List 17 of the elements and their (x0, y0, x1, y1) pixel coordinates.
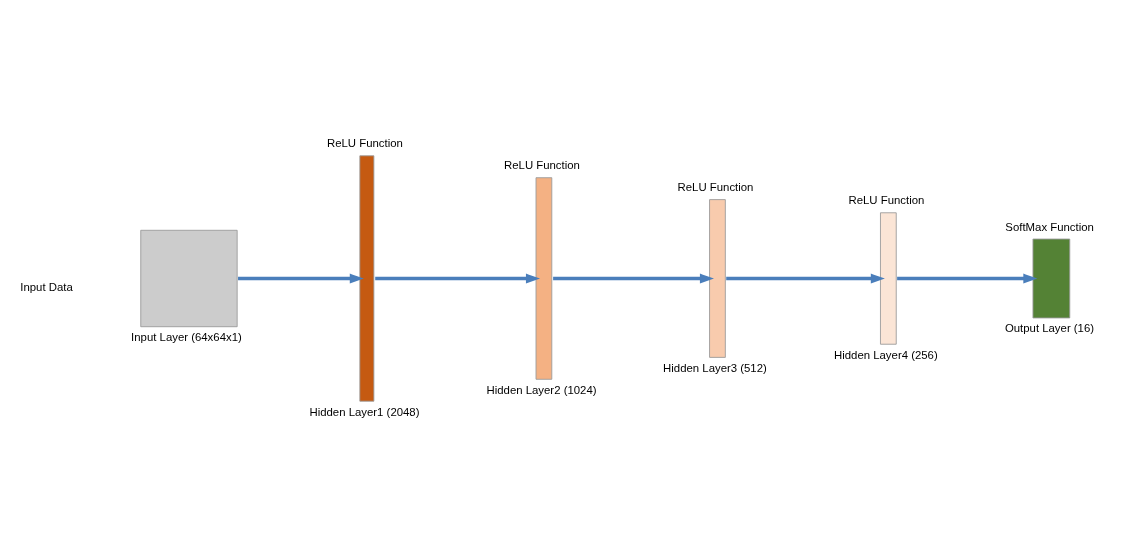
label: Input Data (20, 281, 73, 294)
arrow (897, 273, 1038, 284)
node-label: ReLU Function (677, 181, 754, 194)
node-label: ReLU Function (326, 137, 403, 150)
node-label: Hidden Layer1 (2048) (309, 405, 420, 418)
arrow (553, 273, 714, 284)
node-label: Input Layer (64x64x1) (131, 331, 242, 344)
node-label: ReLU Function (504, 159, 580, 172)
arrow (238, 273, 364, 284)
node-label: Output Layer (16) (1004, 322, 1095, 335)
arrow (726, 273, 885, 284)
node-label: Hidden Layer4 (256) (834, 348, 938, 361)
node-label: Hidden Layer2 (1024) (486, 383, 597, 396)
node-label: SoftMax Function (1005, 220, 1094, 233)
arrow (375, 273, 541, 284)
node-label: ReLU Function (848, 194, 925, 207)
node-label: Hidden Layer3 (512) (663, 361, 767, 374)
